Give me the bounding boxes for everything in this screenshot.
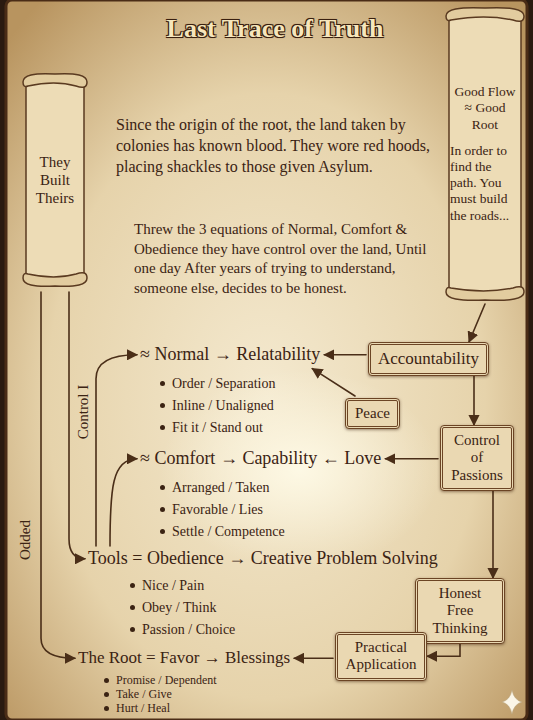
pair-item: Take / Give [104, 688, 172, 701]
node-heading: They Built Theirs [27, 153, 83, 207]
leader-arrow [324, 354, 366, 356]
scroll-note: Good Flow ≈ Good Root In order to find th… [443, 4, 527, 304]
bullet-dot [160, 507, 165, 512]
scroll-note: They Built Theirs [20, 70, 90, 290]
pair-text: Promise / Dependent [116, 673, 217, 687]
leader-arrow [41, 292, 75, 658]
scroll-body [449, 16, 521, 292]
flow-connector [492, 491, 494, 578]
bullet-dot [160, 403, 165, 408]
flow-connector [473, 376, 475, 426]
pair-item: Passion / Choice [130, 622, 235, 639]
node-heading: Good Flow ≈ Good Root [450, 84, 520, 133]
bullet-dot [104, 692, 109, 697]
pair-text: Take / Give [116, 687, 172, 701]
node-heading: Peace [355, 405, 390, 422]
pair-text: Nice / Pain [142, 578, 204, 593]
pair-item: Promise / Dependent [104, 674, 217, 687]
node-heading: Control of Passions [450, 432, 504, 484]
pair-text: Obey / Think [142, 600, 216, 615]
bullet-dot [160, 381, 165, 386]
leader-arrow [312, 369, 355, 396]
pair-item: Order / Separation [160, 376, 275, 393]
flow-connector [427, 644, 460, 657]
pair-item: Settle / Competence [160, 524, 285, 541]
page-title: Last Trace of Truth [110, 14, 440, 44]
framed-box: Honest Free Thinking [415, 578, 505, 644]
scroll-curl [23, 74, 87, 88]
pair-text: Order / Separation [172, 376, 275, 391]
equation-line: ≈ Normal → Relatability [140, 344, 320, 366]
bullet-dot [104, 706, 109, 711]
pair-text: Fit it / Stand out [172, 420, 263, 435]
leader-arrow [96, 355, 137, 546]
story-paragraph: Threw the 3 equations of Normal, Comfort… [134, 220, 434, 298]
leader-arrow [385, 458, 438, 460]
bullet-dot [160, 529, 165, 534]
side-label: Control I [74, 385, 92, 440]
pair-item: Favorable / Lies [160, 502, 263, 519]
pair-text: Arranged / Taken [172, 480, 270, 495]
framed-box: Practical Application [335, 632, 427, 681]
scroll-body [26, 82, 84, 278]
pair-item: Obey / Think [130, 600, 216, 617]
framed-box: Accountability [368, 342, 489, 376]
equation-line: Tools = Obedience → Creative Problem Sol… [88, 548, 438, 570]
equation-line: ≈ Comfort → Capability ← Love [140, 448, 381, 470]
node-body: In order to find the path. You must buil… [450, 143, 520, 224]
pair-text: Favorable / Lies [172, 502, 263, 517]
leader-arrow [294, 657, 333, 659]
scroll-curl [446, 8, 524, 22]
story-paragraph: Since the origin of the root, the land t… [116, 114, 438, 177]
pair-text: Hurt / Heal [116, 701, 170, 715]
bullet-dot [130, 583, 135, 588]
leader-arrow [110, 459, 137, 546]
equation-line: The Root = Favor → Blessings [78, 648, 290, 668]
node-heading: Accountability [378, 349, 479, 369]
pair-item: Fit it / Stand out [160, 420, 263, 437]
framed-box: Peace [345, 398, 400, 429]
pair-text: Settle / Competence [172, 524, 285, 539]
pair-text: Inline / Unaligned [172, 398, 274, 413]
scroll-curl [446, 287, 524, 301]
pair-text: Passion / Choice [142, 622, 235, 637]
sparkle-mark [502, 690, 522, 714]
bullet-dot [160, 425, 165, 430]
pair-item: Arranged / Taken [160, 480, 270, 497]
pair-item: Hurt / Heal [104, 702, 170, 715]
scroll-curl [23, 273, 87, 287]
pair-item: Inline / Unaligned [160, 398, 274, 415]
bullet-dot [130, 605, 135, 610]
bullet-dot [160, 485, 165, 490]
framed-box: Control of Passions [440, 425, 514, 491]
node-heading: Honest Free Thinking [425, 585, 495, 637]
candle-glow [160, 370, 440, 570]
node-heading: Practical Application [345, 639, 417, 674]
bullet-dot [130, 627, 135, 632]
pair-item: Nice / Pain [130, 578, 204, 595]
parchment-sheet [6, 0, 527, 720]
bullet-dot [104, 678, 109, 683]
flow-connector [469, 304, 485, 342]
side-label: Odded [16, 520, 34, 560]
